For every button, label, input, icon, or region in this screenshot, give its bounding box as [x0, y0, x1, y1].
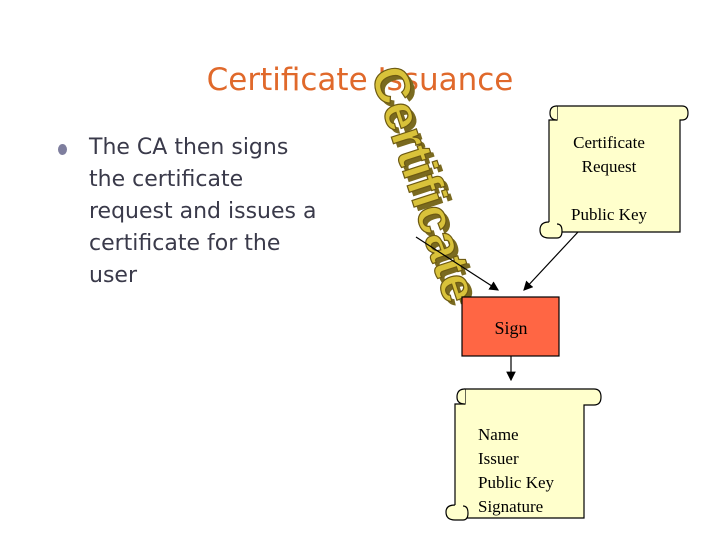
certificate-scroll: Name Issuer Public Key Signature: [445, 388, 602, 521]
bullet-dot-icon: [58, 144, 67, 155]
sign-label: Sign: [494, 318, 527, 338]
certificate-line-issuer: Issuer: [478, 449, 519, 468]
request-line-1: Certificate: [573, 133, 645, 152]
certificate-line-name: Name: [478, 425, 519, 444]
request-scroll: Certificate Request Public Key: [539, 105, 689, 239]
certificate-line-public-key: Public Key: [478, 473, 555, 492]
slide-title: Certificate Issuance: [206, 62, 514, 98]
request-line-3: Public Key: [571, 205, 648, 224]
certificate-logo-icon: Certificate Certificate: [359, 59, 492, 313]
arrow-request-to-sign: [523, 231, 579, 291]
sign-box: Sign: [461, 296, 560, 357]
request-line-2: Request: [582, 157, 637, 176]
certificate-line-signature: Signature: [478, 497, 543, 516]
bullet-text: The CA then signs the certificate reques…: [89, 135, 317, 288]
arrow-logo-to-sign: [415, 236, 500, 291]
